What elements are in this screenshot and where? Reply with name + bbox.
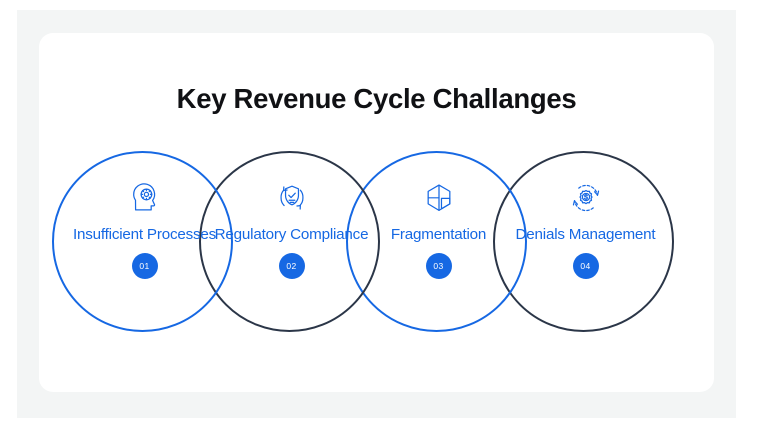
challenge-node-4-label: Denials Management: [515, 226, 656, 243]
challenge-node-1[interactable]: Insufficient Processes 01: [52, 151, 233, 332]
challenge-node-2-badge: 02: [278, 253, 305, 279]
fragmented-hexagon-icon: [420, 179, 458, 217]
challenge-node-1-label: Insufficient Processes: [72, 226, 217, 243]
head-gear-icon: [126, 179, 164, 217]
challenge-node-4-badge: 04: [572, 253, 599, 279]
content-card: Key Revenue Cycle Challanges Insufficien…: [39, 33, 714, 392]
challenge-node-3-badge: 03: [425, 253, 452, 279]
gear-dollar-refresh-icon: [567, 179, 605, 217]
challenge-node-2-label: Regulatory Compliance: [214, 226, 369, 243]
page-title: Key Revenue Cycle Challanges: [176, 83, 577, 114]
shield-check-refresh-icon: [273, 179, 311, 217]
challenge-node-1-content: Insufficient Processes 01: [54, 153, 235, 334]
challenge-node-3-label: Fragmentation: [390, 226, 487, 243]
challenge-circle-band: Insufficient Processes 01: [39, 33, 714, 392]
challenge-node-1-badge: 01: [131, 253, 158, 279]
